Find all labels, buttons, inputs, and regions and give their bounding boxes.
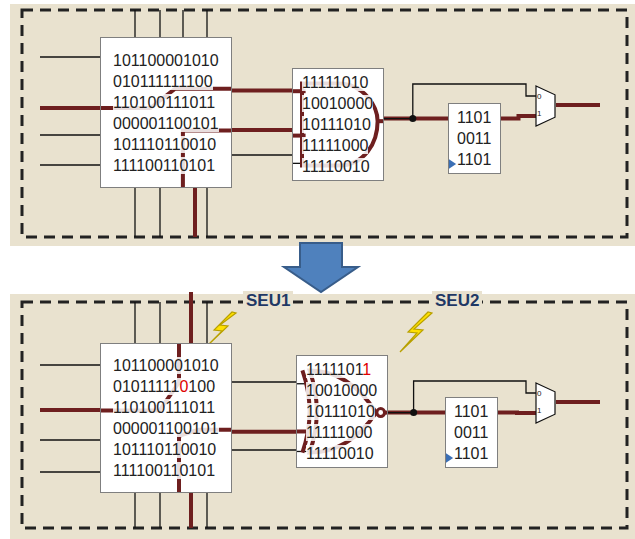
- flipped-bit: 1: [362, 361, 371, 378]
- mux-input-label: 0: [537, 92, 541, 101]
- down-arrow: [284, 243, 358, 292]
- bit-row: 1101: [454, 403, 488, 420]
- bit-row: 11111010: [302, 74, 368, 91]
- signal-path: [40, 105, 600, 528]
- bit-row: 010111110100: [113, 378, 215, 395]
- wire: [385, 411, 387, 415]
- bit-row: 1101: [454, 445, 488, 462]
- lut-box: 1011000010100101111101001101001110110000…: [100, 343, 232, 493]
- wire: [498, 411, 536, 415]
- bit-row: 0011: [454, 424, 488, 441]
- lut-box: 101100001010 010111111100 110100111011 0000…: [100, 37, 232, 188]
- mux: 01: [536, 383, 555, 423]
- bit-row: 0011: [457, 130, 491, 147]
- bit-row: 11111000: [306, 424, 372, 441]
- bit-row: 11111011: [306, 361, 371, 378]
- register-box: 1101 0011 1101: [448, 103, 501, 174]
- bit-row: 101110110010: [113, 441, 216, 458]
- routing-wires: [40, 10, 296, 528]
- bit-row: 11110010: [302, 158, 370, 175]
- gate-box: 11111010 10010000 10111010 11111000 11110010: [292, 68, 384, 181]
- bit-row: 110100111011: [113, 94, 215, 111]
- bit-row: 101110110010: [113, 136, 216, 153]
- mux-input-label: 1: [537, 109, 541, 118]
- inverter-bubble: [377, 409, 385, 417]
- clock-pin: [449, 159, 456, 169]
- bit-row: 111100110101: [113, 157, 215, 174]
- lightning-bolt: [207, 312, 236, 346]
- panel-ground: [10, 4, 635, 246]
- bit-row: 10010000: [302, 95, 373, 112]
- mux-input-label: 0: [537, 389, 541, 398]
- register-box: 1101 0011 1101: [445, 397, 498, 468]
- dashed-border: [22, 10, 627, 237]
- wire: [536, 86, 555, 126]
- mux: 01: [536, 86, 555, 126]
- bit-row: 1101: [457, 151, 491, 168]
- gate-box: 11111011 10010000 10111010 11111000 11110010: [296, 355, 388, 468]
- wire: [501, 116, 536, 119]
- panel-ground: [10, 294, 635, 539]
- bit-row: 10010000: [306, 382, 377, 399]
- bit-row: 010111111100: [113, 73, 213, 90]
- dashed-border: [22, 302, 627, 528]
- flipped-bit: 0: [179, 378, 188, 395]
- wire: [232, 89, 292, 93]
- seu-label: SEU1: [243, 291, 293, 311]
- lightning-bolt: [400, 312, 432, 352]
- wire: [302, 83, 378, 165]
- bit-row: 11110010: [306, 445, 374, 462]
- wire: [536, 383, 555, 423]
- clock-pin: [446, 453, 453, 463]
- wire: [378, 119, 383, 123]
- wire: [232, 430, 296, 434]
- bit-row: 110100111011: [113, 399, 215, 416]
- bit-row: 10111010: [302, 116, 371, 133]
- mux-input-label: 1: [537, 406, 541, 415]
- bit-row: 000001100101: [113, 115, 219, 132]
- bit-row: 101100001010: [113, 357, 219, 374]
- bit-row: 10111010: [306, 403, 375, 420]
- bit-row: 101100001010: [113, 52, 219, 69]
- wire: [179, 430, 231, 492]
- bit-row: 11111000: [302, 137, 368, 154]
- bit-row: 1101: [457, 109, 491, 126]
- seu-label: SEU2: [432, 291, 482, 311]
- bit-row: 000001100101: [113, 420, 219, 437]
- bit-row: 111100110101: [113, 462, 215, 479]
